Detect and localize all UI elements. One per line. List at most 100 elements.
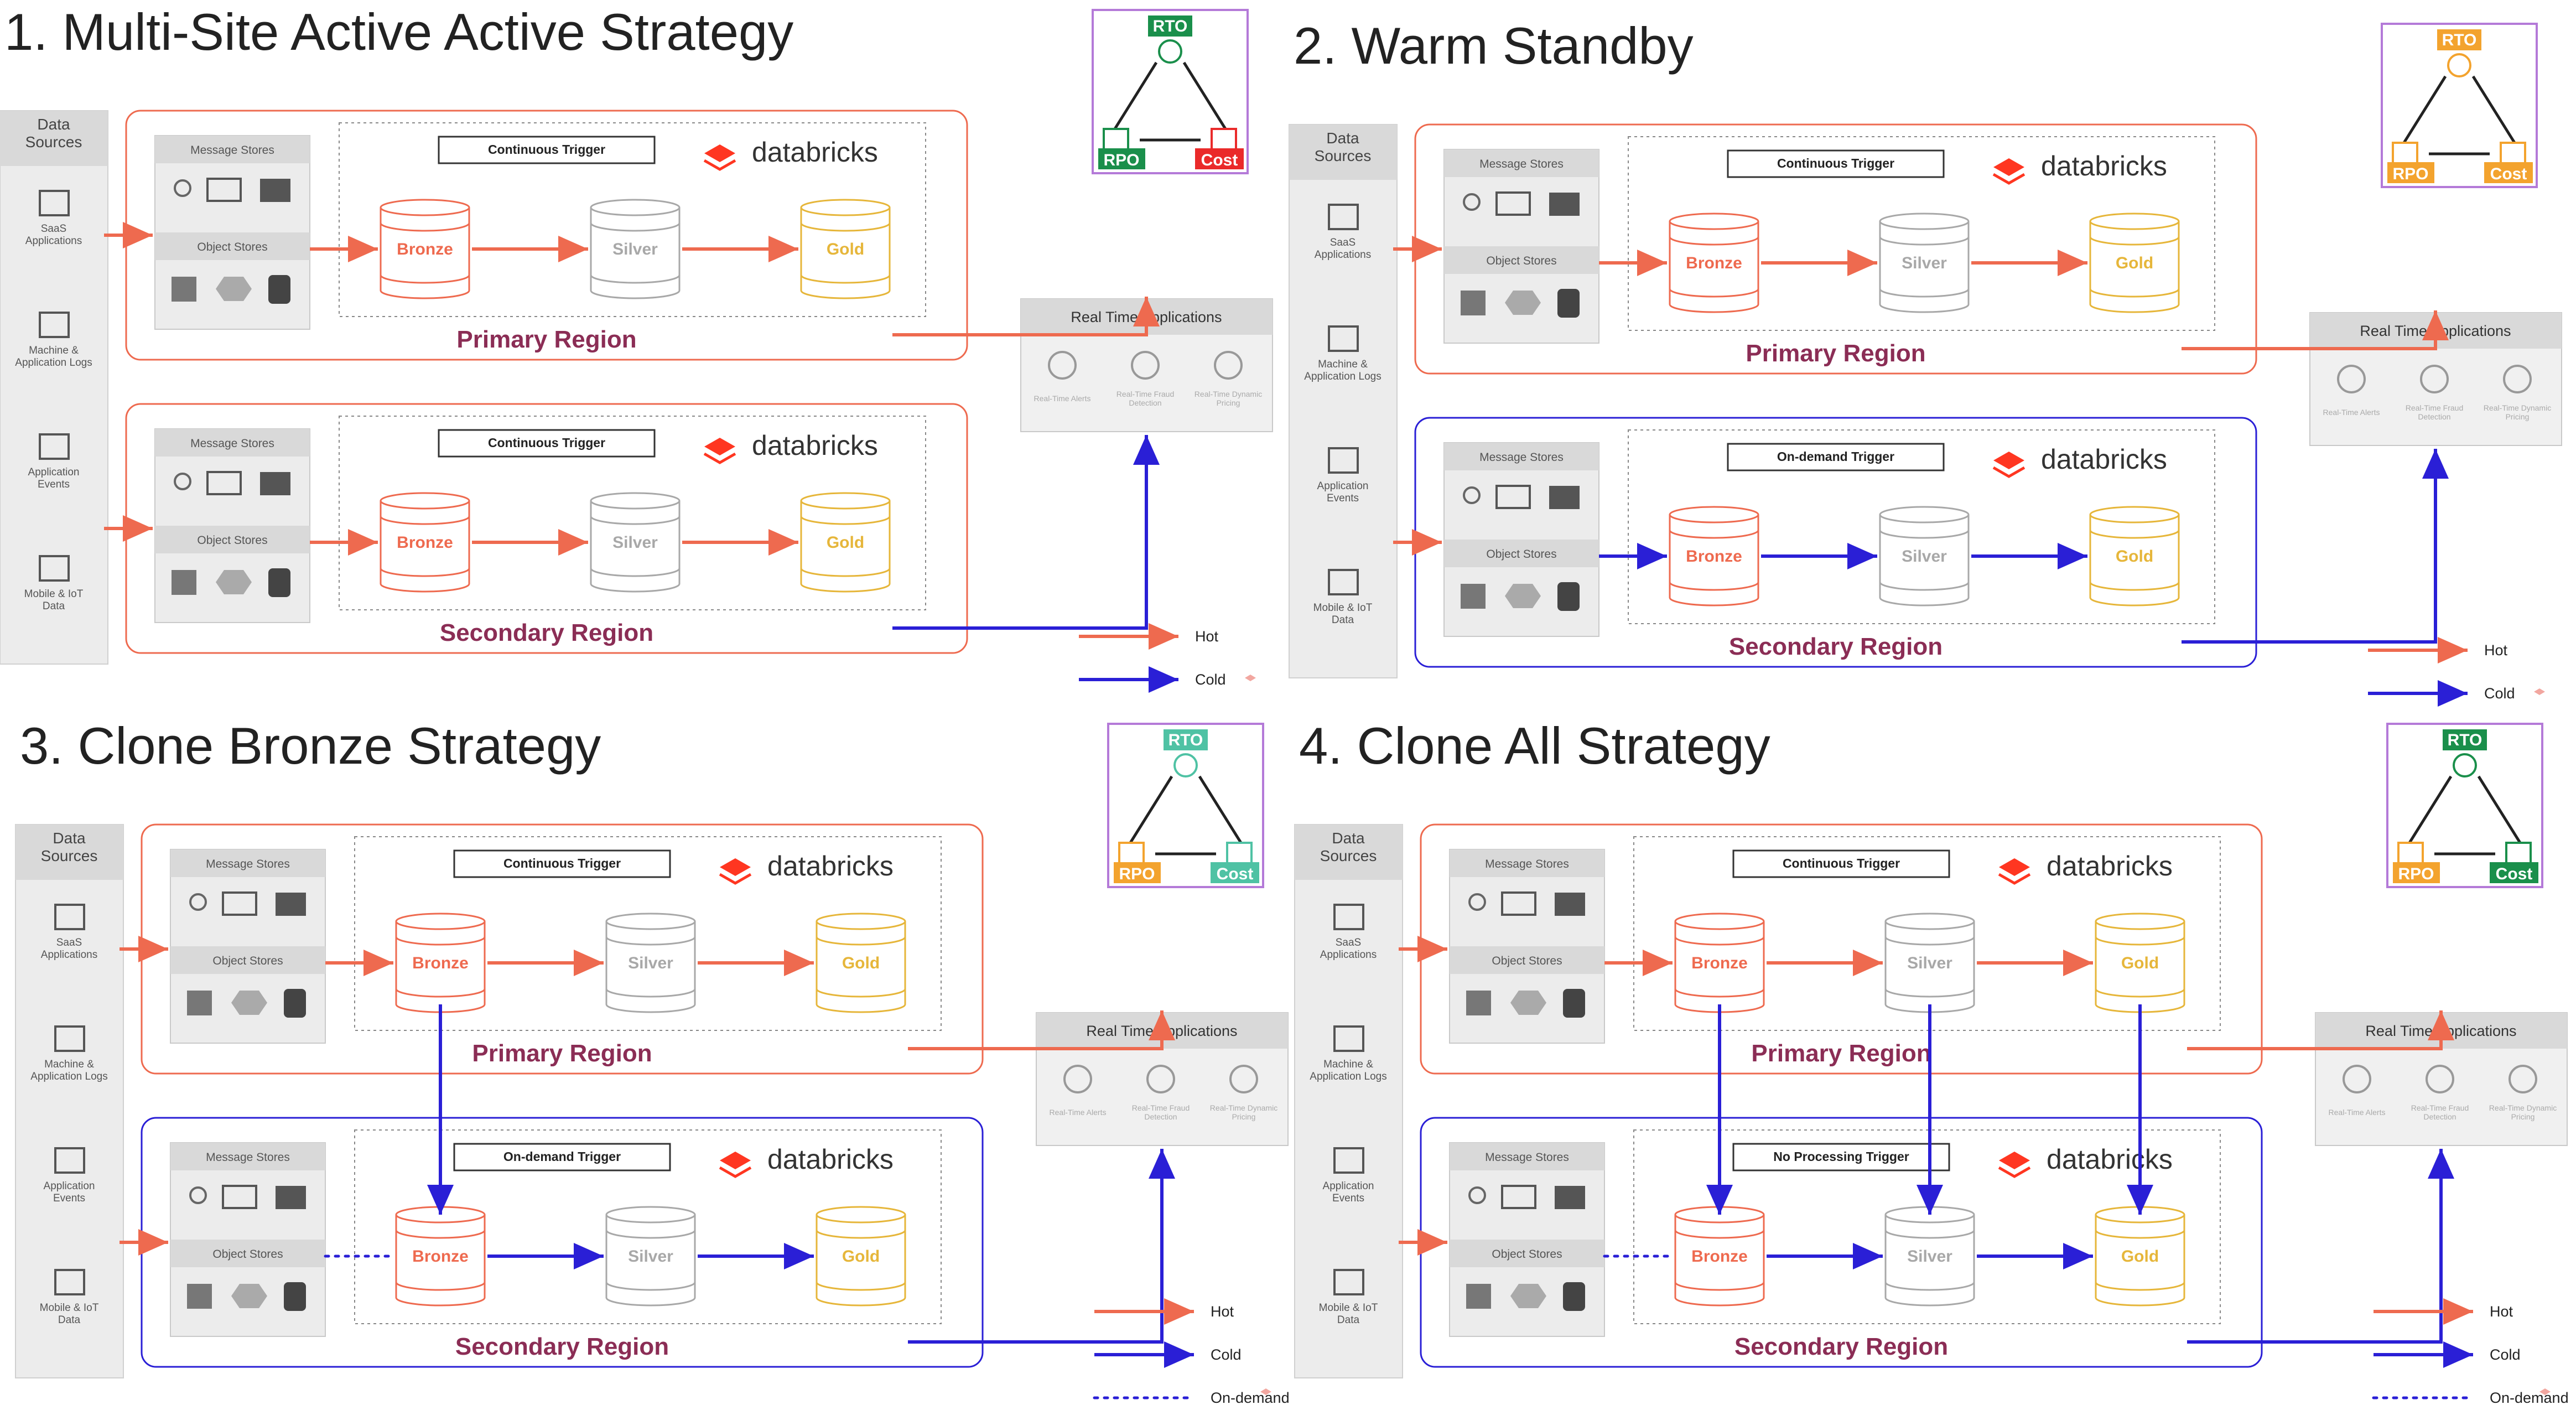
secondary-bronze-table: Bronze (395, 1206, 486, 1307)
databricks-logo-icon (1993, 158, 2024, 176)
message-stores-header (170, 849, 325, 877)
wifi-home-icon (1333, 1269, 1364, 1295)
primary-output-arrow (2187, 1010, 2454, 1050)
secondary-bronze-table: Bronze (1669, 506, 1759, 606)
databricks-corner-icon (2539, 1388, 2551, 1395)
secondary-lakehouse-box (1628, 429, 2215, 624)
primary-silver-table: Silver (1879, 212, 1970, 313)
databricks-wordmark: databricks (767, 1144, 894, 1175)
primary-trigger-box (1727, 149, 1945, 178)
secondary-trigger-label: On-demand Trigger (503, 1149, 621, 1164)
secondary-gold-table-band1 (2095, 1230, 2185, 1239)
object-stores-label: Object Stores (1492, 1248, 1562, 1261)
adls-icon (284, 989, 306, 1018)
rpo-label: RPO (2392, 165, 2428, 183)
object-stores-label: Object Stores (1486, 548, 1556, 561)
primary-silver-table-band1 (590, 222, 681, 232)
gcs-icon (1510, 991, 1546, 1015)
primary-trigger-label: Continuous Trigger (503, 856, 621, 870)
object-stores-label: Object Stores (1492, 955, 1562, 967)
secondary-silver-table-band2 (605, 1282, 696, 1291)
primary-gold-table: Gold (2089, 212, 2180, 313)
legend-cold-label: Cold (2490, 1346, 2521, 1363)
databricks-logo-icon-lower (703, 452, 736, 464)
triangle-edges (1113, 61, 1227, 142)
fraud-radar-icon (2426, 1065, 2454, 1093)
primary-silver-table-top (1879, 212, 1970, 230)
secondary-gold-table-band1 (800, 516, 891, 525)
secondary-gold-table-band2 (816, 1282, 906, 1291)
secondary-output-arrow (2182, 449, 2449, 644)
message-stores-label: Message Stores (206, 858, 290, 870)
cost-label: Cost (1217, 865, 1254, 883)
primary-gold-table-band2 (2089, 288, 2180, 298)
primary-silver-table: Silver (590, 199, 681, 299)
primary-silver-table-label: Silver (1907, 954, 1952, 972)
primary-silver-table-label: Silver (1902, 254, 1947, 272)
message-stores-label: Message Stores (190, 144, 274, 157)
databricks-wordmark: databricks (2041, 151, 2167, 182)
adls-icon (268, 275, 290, 304)
dynamic-pricing-icon (1229, 1065, 1258, 1093)
secondary-trigger-box (1727, 443, 1945, 471)
data-sources-header (15, 825, 123, 880)
secondary-lakehouse-box (1633, 1129, 2221, 1324)
secondary-output-arrow (892, 435, 1160, 630)
adls-icon (268, 568, 290, 597)
object-stores-header (170, 1240, 325, 1267)
gcs-icon (231, 1284, 267, 1308)
rpo-badge (2393, 862, 2440, 883)
primary-bronze-table-band2 (380, 274, 470, 284)
event-hub-icon (1549, 486, 1580, 509)
triangle-frame (2386, 723, 2543, 888)
primary-gold-table-band2 (800, 274, 891, 284)
legend-cold-label: Cold (2484, 685, 2515, 702)
clock-icon (2447, 53, 2471, 77)
rta-item-label: Real-Time Alerts (2323, 408, 2380, 417)
clock-icon (1158, 39, 1182, 64)
primary-trigger-box (1732, 849, 1950, 878)
primary-bronze-table-label: Bronze (1691, 954, 1748, 972)
legend-hot-label: Hot (1195, 628, 1219, 645)
message-stores-header (170, 1143, 325, 1170)
kafka-icon (174, 473, 191, 490)
cost-badge (1195, 148, 1244, 169)
wifi-home-icon (54, 1269, 85, 1295)
secondary-gold-table: Gold (800, 492, 891, 593)
databricks-logo-icon (1999, 1152, 2030, 1169)
primary-trigger-label: Continuous Trigger (1783, 856, 1900, 870)
secondary-bronze-table-band1 (1674, 1230, 1765, 1239)
secondary-lakehouse-box (339, 416, 926, 610)
rpo-label: RPO (1119, 865, 1155, 883)
alert-icon (2343, 1065, 2371, 1093)
primary-silver-table: Silver (1884, 913, 1975, 1013)
code-window-icon (39, 190, 70, 216)
adls-icon (1557, 289, 1580, 318)
message-stores-header (1450, 1143, 1604, 1170)
rpo-label: RPO (1103, 151, 1139, 169)
code-window-icon (1328, 204, 1359, 230)
primary-silver-table-label: Silver (628, 954, 673, 972)
adls-icon (1563, 989, 1585, 1018)
databricks-logo-icon (1999, 858, 2030, 876)
rto-badge (1164, 729, 1208, 750)
fraud-radar-icon (1131, 351, 1160, 380)
primary-silver-table-top (605, 913, 696, 930)
primary-bronze-table-band2 (395, 988, 486, 998)
data-source-label: Machine &Application Logs (15, 345, 92, 369)
